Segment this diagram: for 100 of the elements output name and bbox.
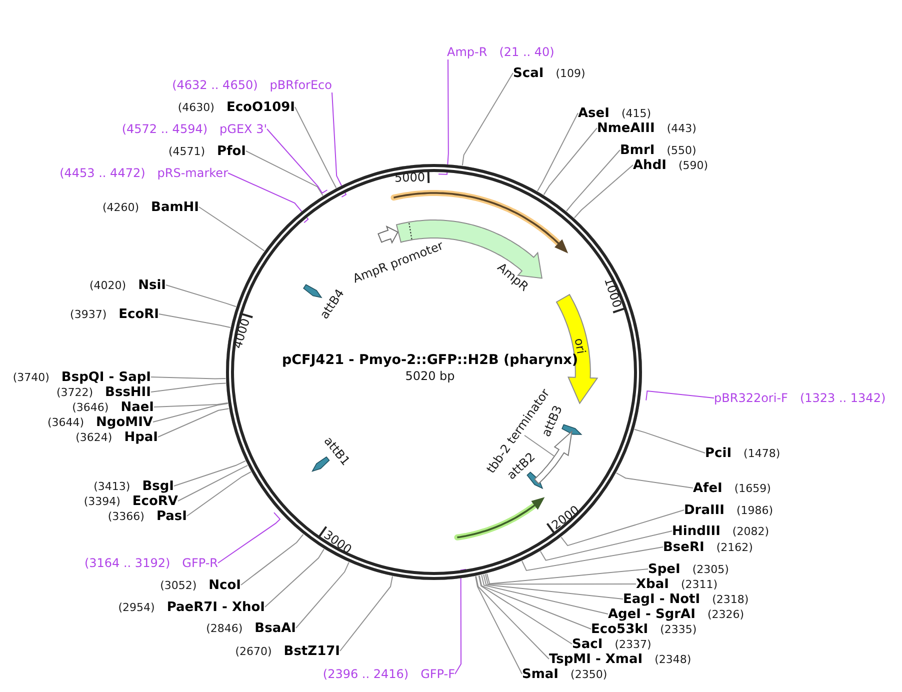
leader-line	[158, 408, 230, 438]
leader-line	[228, 172, 309, 224]
site-position: (3937)	[70, 306, 107, 322]
site-position: (1659)	[734, 480, 771, 496]
enzyme-name: HindIII	[672, 524, 720, 538]
enzyme-name: AfeI	[693, 480, 722, 496]
site-position: (3646)	[72, 400, 109, 414]
enzyme-name: SacI	[572, 636, 603, 652]
leader-line	[486, 568, 648, 584]
site-position: (2954)	[118, 600, 155, 614]
leader-line	[152, 403, 228, 422]
leader-line	[186, 471, 252, 516]
leader-line	[476, 576, 550, 660]
enzyme-name: BstZ17I	[284, 644, 340, 658]
plasmid-size: 5020 bp	[405, 369, 455, 383]
enzyme-name: DraIII	[684, 502, 724, 518]
leader-line	[522, 546, 664, 572]
enzyme-name: Eco53kI	[591, 622, 648, 636]
site-position: (2350)	[570, 666, 608, 682]
scale-number: 4000	[232, 314, 254, 350]
primer-name: pBRforEco	[270, 78, 332, 92]
leader-line	[246, 150, 324, 196]
site-position: (4260)	[102, 200, 140, 214]
site-position: (1986)	[736, 502, 774, 518]
primer-name: pRS-marker	[157, 166, 228, 180]
enzyme-name: EagI - NotI	[623, 592, 700, 606]
site-position: (3644)	[47, 414, 84, 430]
enzyme-name: BamHI	[151, 200, 199, 214]
primer-range: (1323 .. 1342)	[800, 390, 886, 406]
leader-line	[332, 92, 347, 198]
primer-range: (4572 .. 4594)	[122, 122, 208, 136]
site-position: (2311)	[680, 576, 718, 592]
primer-name: pGEX 3'	[220, 122, 267, 136]
enzyme-name: NcoI	[208, 578, 241, 592]
scale-number: 1000	[602, 276, 625, 313]
enzyme-name: EcoRI	[118, 306, 159, 322]
site-position: (415)	[621, 106, 652, 120]
leader-line	[454, 568, 466, 674]
enzyme-name: BsgI	[142, 478, 174, 494]
leader-line	[484, 574, 636, 585]
leader-line	[294, 106, 337, 188]
site-position: (2348)	[654, 652, 692, 666]
primer-range: (3164 .. 3192)	[84, 556, 170, 570]
leader-line	[178, 464, 248, 502]
enzyme-name: BmrI	[620, 142, 655, 158]
leader-line	[266, 128, 328, 194]
primer-name: pBR322ori-F	[714, 390, 788, 406]
site-position: (550)	[666, 142, 696, 158]
site-position: (590)	[678, 158, 708, 172]
site-position: (2335)	[660, 622, 697, 636]
enzyme-name: PfoI	[217, 144, 246, 158]
leader-line	[574, 164, 634, 218]
site-position: (2162)	[716, 540, 753, 554]
scale-number: 5000	[394, 171, 430, 184]
enzyme-name: BssHII	[105, 384, 151, 400]
site-position: (2318)	[712, 592, 749, 606]
leader-line	[478, 575, 572, 644]
leader-line	[174, 460, 246, 486]
leader-line	[478, 575, 592, 630]
leader-line	[537, 112, 578, 192]
enzyme-name: AhdI	[633, 158, 666, 172]
enzyme-name: NaeI	[120, 400, 154, 414]
leader-line	[198, 206, 265, 252]
site-position: (3394)	[84, 494, 120, 508]
leader-line	[481, 574, 608, 614]
enzyme-name: BsaAI	[254, 620, 296, 636]
enzyme-name: SmaI	[522, 666, 559, 682]
site-position: (2082)	[732, 524, 769, 538]
site-position: (2326)	[707, 606, 744, 622]
leader-line	[340, 576, 393, 652]
leader-line	[154, 402, 228, 408]
leader-line	[296, 562, 350, 628]
leader-line	[475, 576, 522, 674]
enzyme-name: AgeI - SgrAI	[608, 606, 696, 622]
site-position: (2846)	[206, 620, 243, 636]
enzyme-name: SpeI	[648, 562, 680, 576]
leader-line	[150, 376, 226, 380]
leader-line	[438, 59, 449, 175]
enzyme-name: PasI	[156, 508, 187, 524]
leader-line	[616, 472, 694, 488]
enzyme-name: TspMI - XmaI	[549, 652, 643, 666]
leader-line	[566, 150, 620, 212]
primer-range: (4453 .. 4472)	[60, 166, 146, 180]
primer-range: (21 .. 40)	[499, 44, 554, 60]
site-position: (3052)	[160, 578, 197, 592]
primer-range: (4632 .. 4650)	[172, 78, 258, 92]
site-position: (3624)	[76, 430, 112, 444]
site-position: (4020)	[90, 278, 126, 292]
site-position: (3413)	[94, 478, 130, 494]
leader-line	[634, 428, 706, 454]
primer-name: GFP-R	[182, 556, 218, 570]
leader-line	[540, 530, 672, 561]
site-position: (4571)	[168, 144, 206, 158]
site-position: (2337)	[614, 636, 652, 652]
site-position: (109)	[556, 66, 586, 80]
enzyme-name: NmeAIII	[597, 120, 655, 136]
primer-range: (2396 .. 2416)	[322, 666, 409, 682]
enzyme-name: BspQI - SapI	[61, 370, 151, 384]
enzyme-name: XbaI	[636, 576, 669, 592]
enzyme-name: PaeR7I - XhoI	[166, 600, 265, 614]
